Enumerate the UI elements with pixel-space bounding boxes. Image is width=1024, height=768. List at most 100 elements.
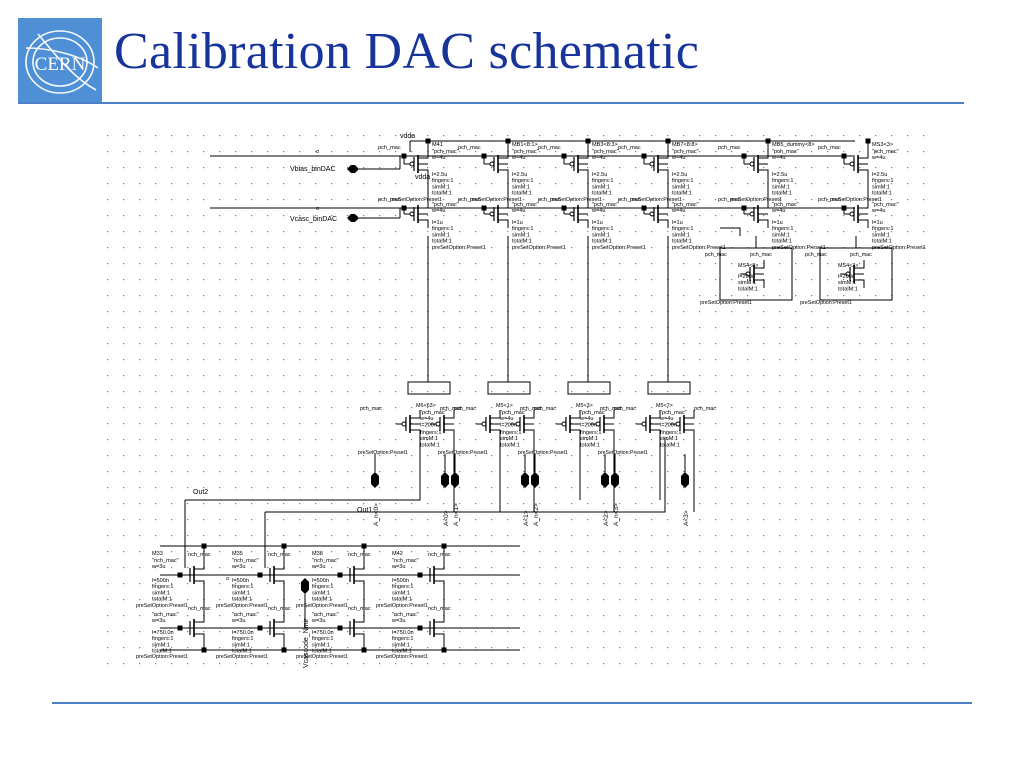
device-parameter: fingers:1: [432, 226, 453, 232]
device-parameter: l=750.0n: [392, 630, 414, 636]
device-parameter: totalM:1: [872, 239, 892, 245]
nmos-mirror-transistor: [340, 561, 365, 589]
device-model-label: pch_mac: [618, 145, 641, 151]
device-name-label: M38: [312, 551, 323, 557]
device-parameter: simM:1: [420, 436, 438, 442]
bit-pin-icon: [441, 472, 449, 488]
slide-title: Calibration DAC schematic: [114, 23, 700, 80]
junction-dot: [281, 543, 287, 549]
device-parameter: l=2.5u: [672, 172, 687, 178]
device-parameter: "pch_mac": [592, 149, 619, 155]
device-parameter: "pch_mac": [512, 149, 539, 155]
device-parameter: totalM:1: [232, 649, 252, 655]
transistor-stroke: [498, 219, 509, 228]
transistor-stroke: [578, 169, 589, 178]
device-model-label: pch_mac: [718, 197, 741, 203]
bit-pin-label: A<0>: [443, 510, 450, 526]
device-parameter: l=750.0n: [312, 630, 334, 636]
device-parameter: simM:1: [152, 590, 170, 596]
pmos-cascode-transistor: [844, 200, 869, 228]
pin-note: α: [226, 576, 229, 582]
device-preset-label: preSetOption:Preset1: [800, 300, 852, 306]
device-model-label: nch_mac: [268, 552, 291, 558]
device-parameter: "nch_mac": [152, 612, 179, 618]
transistor-stroke: [274, 561, 285, 570]
transistor-stroke: [434, 633, 445, 642]
transistor-stroke: [410, 410, 421, 419]
device-model-label: pch_mac: [750, 252, 772, 258]
device-model-label: pch_mac: [600, 406, 622, 412]
device-parameter: totalM:1: [432, 191, 452, 197]
device-parameter: w=4u: [431, 155, 446, 161]
device-parameter: fingers:1: [592, 178, 613, 184]
device-parameter: totalM:1: [772, 239, 792, 245]
device-parameter: l=1u: [432, 220, 443, 226]
transistor-stroke: [444, 429, 455, 438]
transistor-stroke: [354, 580, 365, 589]
pmos-cascode-transistor: [484, 200, 509, 228]
device-model-label: pch_mac: [378, 145, 401, 151]
device-parameter: totalM:1: [152, 649, 172, 655]
device-name-label: MB7<8:8>: [672, 142, 698, 148]
device-parameter: w=3u: [231, 564, 246, 570]
transistor-stroke: [650, 429, 661, 438]
junction-dot: [177, 625, 183, 631]
transistor-stroke: [858, 169, 869, 178]
junction-dot: [561, 153, 567, 159]
device-parameter: totalM:1: [420, 442, 440, 448]
device-parameter: fingers:1: [392, 584, 413, 590]
device-preset-label: preSetOption:Preset1: [136, 654, 188, 660]
wire: [185, 438, 421, 501]
device-parameter: fingers:1: [232, 636, 253, 642]
device-parameter: "nch_mac": [232, 612, 259, 618]
device-parameter: totalM:1: [872, 191, 892, 197]
device-name-label: M35: [232, 551, 243, 557]
pmos-mirror-transistor: [404, 150, 429, 178]
nmos-cascode-transistor: [420, 614, 445, 642]
junction-dot: [417, 572, 423, 578]
schematic-parts: [177, 138, 893, 653]
title-divider: [18, 102, 964, 104]
device-model-label: pch_mac: [440, 406, 462, 412]
device-parameter: l=500n: [392, 578, 409, 584]
device-preset-label: preSetOption:Preset1: [216, 654, 268, 660]
transistor-stroke: [194, 561, 205, 570]
transistor-stroke: [524, 410, 535, 419]
switch-transistor-left: [636, 410, 661, 438]
device-preset-label: preSetOption:Preset1: [296, 603, 348, 609]
device-parameter: w=4u: [771, 155, 786, 161]
device-name-label: M33: [152, 551, 163, 557]
junction-dot: [741, 153, 747, 159]
dummy-pmos-transistor: [740, 260, 765, 288]
transistor-stroke: [578, 200, 589, 209]
schematic-wires: [160, 140, 869, 651]
device-parameter: totalM:1: [500, 442, 520, 448]
device-parameter: fingers:1: [232, 584, 253, 590]
device-parameter: simM:1: [592, 232, 610, 238]
device-model-label: "nch_mac": [232, 558, 259, 564]
device-parameter: l=1u: [512, 220, 523, 226]
device-parameter: totalM:1: [312, 597, 332, 603]
junction-dot: [841, 205, 847, 211]
device-parameter: totalM:1: [392, 597, 412, 603]
device-parameter: fingers:1: [152, 636, 173, 642]
device-parameter: fingers:1: [672, 226, 693, 232]
transistor-stroke: [658, 169, 669, 178]
transistor-stroke: [578, 150, 589, 159]
transistor-stroke: [658, 150, 669, 159]
transistor-stroke: [758, 169, 769, 178]
device-model-label: pch_mac: [538, 145, 561, 151]
device-parameter: fingers:1: [432, 178, 453, 184]
footer-divider: [52, 702, 972, 704]
device-parameter: fingers:1: [872, 178, 893, 184]
device-parameter: fingers:1: [420, 430, 441, 436]
junction-dot: [841, 153, 847, 159]
device-preset-label: preSetOption:Preset1: [358, 450, 408, 456]
device-parameter: totalM:1: [432, 239, 452, 245]
device-name-label: MS3<3>: [872, 142, 893, 148]
device-parameter: simM:1: [232, 642, 250, 648]
device-model-label: nch_mac: [428, 606, 451, 612]
transistor-stroke: [758, 219, 769, 228]
cern-logo: CERN: [18, 18, 102, 102]
device-parameter: simM:1: [738, 280, 756, 286]
